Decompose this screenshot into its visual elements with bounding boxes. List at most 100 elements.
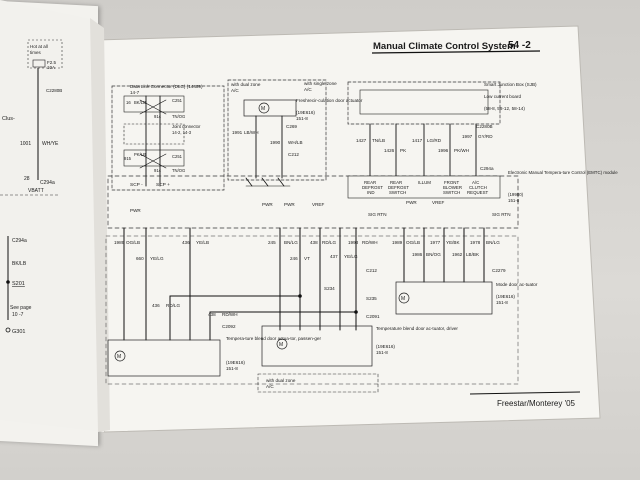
dlc-pin915: 915 bbox=[124, 156, 132, 161]
c2092: C2092 bbox=[222, 324, 236, 329]
wire-438a-num: 438 bbox=[310, 240, 318, 245]
wire-1426-num: 1426 bbox=[384, 148, 395, 153]
wire-436b-num: 436 bbox=[152, 303, 160, 308]
recirc-title: Freshrecir-culation door actuator bbox=[296, 98, 363, 103]
pwr-label-2: PWR bbox=[262, 202, 273, 207]
ac-clutch-1: A/C bbox=[472, 180, 479, 185]
wire-1989b-num: 1989 bbox=[392, 240, 403, 245]
driver-motor-icon bbox=[276, 338, 288, 350]
dlc-wire-bklb: BK/LB bbox=[134, 100, 146, 105]
wire-438b-color: RD/WH bbox=[222, 312, 238, 317]
wire-1426-color: PK bbox=[400, 148, 407, 153]
wire-1427-num: 1427 bbox=[356, 138, 367, 143]
fuse-box bbox=[27, 39, 63, 69]
wire-437-color: YE/LG bbox=[344, 254, 358, 259]
ground-symbol bbox=[5, 327, 11, 333]
dlc-c251-b: C251 bbox=[172, 154, 183, 159]
ac-3: A/C bbox=[266, 384, 274, 389]
wire-436-num: 436 bbox=[182, 240, 190, 245]
left-vbatt: VBATT bbox=[28, 188, 44, 194]
emtc-ref: 151-8 bbox=[508, 198, 520, 203]
dlc-wire-tnog-b: TN/OG bbox=[172, 168, 185, 173]
dlc-connector-2 bbox=[123, 149, 185, 167]
c269: C269 bbox=[286, 124, 297, 129]
dlc-box bbox=[111, 85, 225, 191]
binding-shadow bbox=[90, 18, 110, 432]
wire-1977-num: 1977 bbox=[430, 240, 441, 245]
wire-245-num: 245 bbox=[268, 240, 276, 245]
wire-437-num: 437 bbox=[330, 254, 338, 259]
actuator-region bbox=[105, 235, 519, 385]
left-wire-28: 28 bbox=[24, 176, 30, 182]
wire-1989-num: 1989 bbox=[114, 240, 125, 245]
joint-connector-box bbox=[123, 123, 185, 145]
left-bklb: BK/LB bbox=[12, 261, 27, 267]
fuse-symbol bbox=[32, 59, 46, 68]
wire-1978-color: BN/LG bbox=[486, 240, 500, 245]
left-wire-1001-color: WH/YE bbox=[42, 141, 59, 147]
ac-1: A/C bbox=[231, 88, 239, 93]
recirc-part: (19E616) bbox=[296, 110, 315, 115]
illum-label: ILLUM bbox=[418, 180, 431, 185]
joint-connector-ref: 14-2, 14-3 bbox=[172, 130, 192, 135]
wire-1996-num: 1996 bbox=[438, 148, 449, 153]
rear-defrost-ind-2: DEFROST bbox=[362, 185, 383, 190]
wire-1962-num: 1962 bbox=[452, 252, 463, 257]
pwr-label-1: PWR bbox=[130, 208, 141, 213]
sjb-sub: Low current board bbox=[484, 94, 521, 99]
s234: S234 bbox=[324, 286, 335, 291]
ac-clutch-3: REQUEST bbox=[467, 190, 489, 195]
passenger-motor-icon bbox=[114, 350, 126, 362]
wire-1986-num: 1986 bbox=[412, 252, 423, 257]
left-c294a-2: C294a bbox=[12, 238, 27, 244]
c212: C212 bbox=[288, 152, 299, 157]
recirc-switch-contacts bbox=[245, 177, 285, 187]
driver-blend-actuator bbox=[261, 325, 373, 367]
footer-rule bbox=[469, 391, 581, 395]
left-see-page: See page bbox=[10, 305, 32, 311]
emtc-part: (19980) bbox=[508, 192, 524, 197]
scp-minus-label: SCP - bbox=[130, 182, 143, 188]
temp-pass-title: Tempera-ture blend door actua-tor, passe… bbox=[226, 336, 321, 341]
left-c294a: C294a bbox=[40, 180, 55, 186]
fuse-rating: 10A bbox=[47, 65, 55, 70]
footer-text: Freestar/Monterey '05 bbox=[497, 399, 576, 408]
sjb-inner bbox=[359, 89, 489, 115]
rear-defrost-ind-1: REAR bbox=[364, 180, 376, 185]
front-blower-1: FRONT bbox=[444, 180, 459, 185]
emtc-title: Electronic Manual Tempera-ture Control (… bbox=[508, 170, 618, 175]
sig-rtn-label-1: SIG RTN bbox=[368, 212, 387, 217]
wire-1990-num: 1990 bbox=[270, 140, 281, 145]
wiring-diagram: Data Link Connector (DLC) (14489) 14-7 1… bbox=[105, 79, 618, 393]
fuse-id: F2.5 bbox=[47, 60, 57, 65]
temp-pass-part: (19E616) bbox=[226, 360, 245, 365]
wire-1989-color: OG/LB bbox=[126, 240, 140, 245]
c2091: C2091 bbox=[366, 314, 380, 319]
sjb-ref: (58-8, 58-12, 58-14) bbox=[484, 106, 525, 111]
dlc-connector bbox=[123, 95, 185, 113]
wire-438a-color: RD/LG bbox=[322, 240, 336, 245]
left-conn-c2280b: C2280B bbox=[46, 88, 62, 93]
wire-660-color: YE/LG bbox=[150, 256, 164, 261]
dlc-pin16: 16 bbox=[126, 100, 131, 105]
dlc-ref: 14-7 bbox=[130, 90, 140, 95]
pwr-label-3: PWR bbox=[284, 202, 295, 207]
s235: S235 bbox=[366, 296, 377, 301]
left-g301: G301 bbox=[12, 329, 25, 335]
wire-438b-num: 438 bbox=[208, 312, 216, 317]
mode-door-actuator bbox=[395, 281, 493, 315]
wire-1427-color: TN/LB bbox=[372, 138, 385, 143]
left-times-label: times bbox=[30, 50, 42, 55]
wire-1978-num: 1978 bbox=[470, 240, 481, 245]
twisted-pair-2 bbox=[139, 153, 167, 169]
recirc-actuator bbox=[243, 99, 297, 117]
wire-1989b-color: OG/LB bbox=[406, 240, 420, 245]
wire-1417-color: LG/RD bbox=[427, 138, 442, 143]
actuator-wires bbox=[123, 227, 485, 341]
sjb-c294a: C294a bbox=[480, 166, 494, 171]
rear-defrost-ind-3: IND bbox=[367, 190, 375, 195]
header-rule bbox=[371, 50, 541, 54]
vref-label-2: VREF bbox=[432, 200, 444, 205]
front-blower-3: SWITCH bbox=[443, 190, 460, 195]
